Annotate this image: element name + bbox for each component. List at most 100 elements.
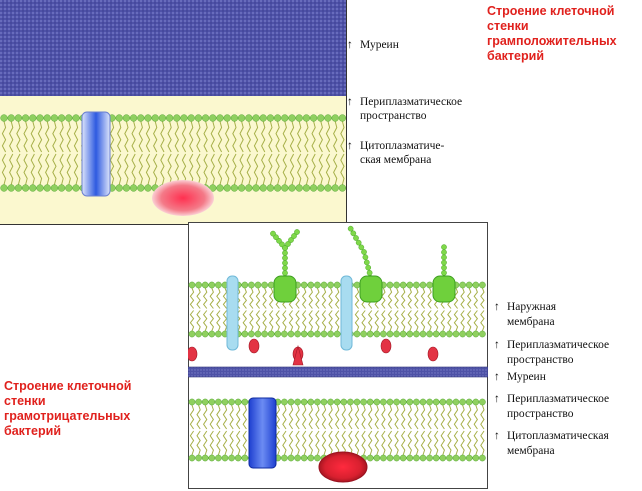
lipid-tail (367, 430, 373, 456)
lipid-tail (262, 287, 267, 309)
lipid-tail (325, 153, 331, 185)
lipid-tail (318, 153, 323, 185)
lipid-head (465, 454, 473, 462)
lipid-tail (460, 430, 465, 456)
gn-label-periplasm-bottom-1: Периплазматическое (507, 393, 610, 405)
lipid-tail (167, 121, 172, 153)
lipid-tail (447, 430, 452, 456)
lipid-head (353, 281, 361, 289)
lipid-head (144, 114, 152, 122)
lipid-head (234, 398, 242, 406)
sugar-bead (441, 249, 447, 256)
lipid-tail (52, 153, 57, 185)
lipid-head (14, 184, 23, 192)
lipid-tail (440, 404, 446, 430)
lipid-tail (145, 153, 151, 185)
lipid-head (252, 114, 260, 122)
lipid-tail (268, 310, 274, 332)
lipid-head (237, 114, 246, 122)
gp-label-periplasm-2: пространство (360, 110, 427, 122)
lipid-head (274, 330, 282, 338)
lipid-tail (222, 310, 228, 332)
lipid-tail (288, 430, 294, 456)
lipid-head (331, 184, 339, 192)
lipid-head (209, 114, 217, 122)
lipid-head (413, 281, 420, 289)
lipid-tail (216, 430, 221, 456)
lipid-tail (407, 404, 413, 430)
lipid-head (261, 330, 268, 338)
lipid-tail (261, 121, 266, 153)
lipid-tail (174, 121, 179, 153)
gp-label-membrane-1: Цитоплазматиче- (360, 140, 445, 152)
gp-label-membrane-2: ская мембрана (360, 154, 432, 166)
lipid-head (281, 454, 288, 462)
lipid-head (50, 114, 59, 122)
lipid-tail (45, 153, 50, 185)
lipid-head (57, 114, 66, 122)
lipid-tail (328, 430, 333, 456)
lipid-tail (275, 430, 281, 456)
lipid-tail (289, 121, 295, 153)
lipid-head (208, 281, 216, 289)
lipid-tail (1, 153, 7, 185)
lipid-tail (246, 121, 251, 153)
lipid-head (144, 184, 152, 192)
lipid-head (314, 398, 321, 406)
porin-channels (226, 275, 353, 351)
lipid-tail (145, 121, 151, 153)
lipid-tail (295, 310, 300, 332)
lipid-tail (400, 310, 406, 332)
lipid-head (254, 281, 262, 289)
lipid-tail (222, 287, 228, 309)
lipid-tail (341, 404, 347, 430)
lipid-head (201, 330, 209, 338)
gn-label-membrane-1: Цитоплазматическая (507, 430, 609, 442)
lipid-tail (275, 404, 281, 430)
lipid-tail (232, 153, 237, 185)
sugar-bead (288, 237, 294, 243)
lipid-head (393, 454, 400, 462)
lipid-head (65, 184, 73, 192)
lipid-head (327, 330, 334, 338)
lipid-tail (394, 310, 399, 332)
lipid-tail (315, 404, 320, 430)
lipid-tail (440, 430, 446, 456)
gram-negative-diagram (188, 222, 488, 489)
lipid-tail (334, 404, 340, 430)
lipid-head (188, 454, 196, 462)
lipid-head (252, 184, 260, 192)
sugar-bead (282, 245, 288, 251)
sugar-bead (358, 244, 365, 251)
lipid-tail (333, 153, 338, 185)
lipid-head (294, 398, 301, 406)
lipid-head (386, 281, 394, 289)
lipid-tail (295, 287, 300, 309)
lipid-head (399, 398, 407, 406)
lipid-tail (440, 310, 446, 332)
lipid-head (380, 330, 387, 338)
lipid-head (459, 398, 466, 406)
lipid-tail (308, 404, 314, 430)
lipid-tail (216, 287, 221, 309)
lipid-tail (275, 121, 280, 153)
lipid-head (472, 454, 480, 462)
lipid-tail (480, 430, 485, 456)
lipid-head (302, 184, 311, 192)
lipid-head (406, 330, 414, 338)
lipid-head (439, 398, 447, 406)
lipid-head (320, 330, 328, 338)
lipid-tail (209, 287, 215, 309)
lipid-head (7, 184, 15, 192)
lipid-head (287, 454, 295, 462)
lipid-head (419, 330, 427, 338)
lipid-head (307, 454, 315, 462)
gram-positive-diagram (0, 0, 347, 225)
lipid-tail (196, 430, 201, 456)
periplasmic-protein (248, 338, 260, 354)
lipid-tail (124, 121, 129, 153)
green-protein (432, 275, 456, 303)
lipid-tail (315, 287, 320, 309)
lipid-tail (466, 310, 472, 332)
lipid-tail (202, 287, 208, 309)
